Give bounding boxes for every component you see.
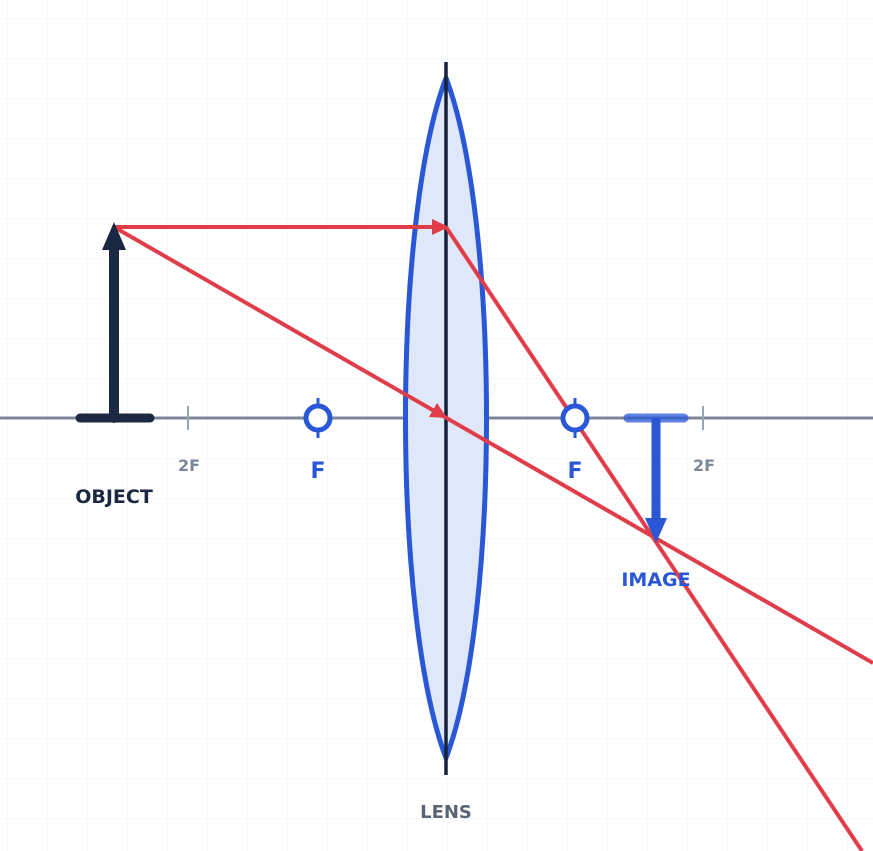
focal-point-right-marker xyxy=(560,398,590,438)
focal-left-label: F xyxy=(310,459,325,484)
lens-label: LENS xyxy=(420,802,472,823)
image-arrow[interactable] xyxy=(623,413,689,543)
object-label: OBJECT xyxy=(75,486,153,508)
central-ray-arrowhead xyxy=(429,403,447,418)
image-label: IMAGE xyxy=(621,569,690,591)
focal-right-label: F xyxy=(567,459,582,484)
focal-point-left-marker xyxy=(303,398,333,438)
object-arrow[interactable] xyxy=(75,222,155,423)
twice-focal-left-label: 2F xyxy=(178,456,200,475)
central-ray xyxy=(113,225,873,665)
parallel-ray-arrowhead xyxy=(432,219,449,235)
twice-focal-right-label: 2F xyxy=(693,456,715,475)
